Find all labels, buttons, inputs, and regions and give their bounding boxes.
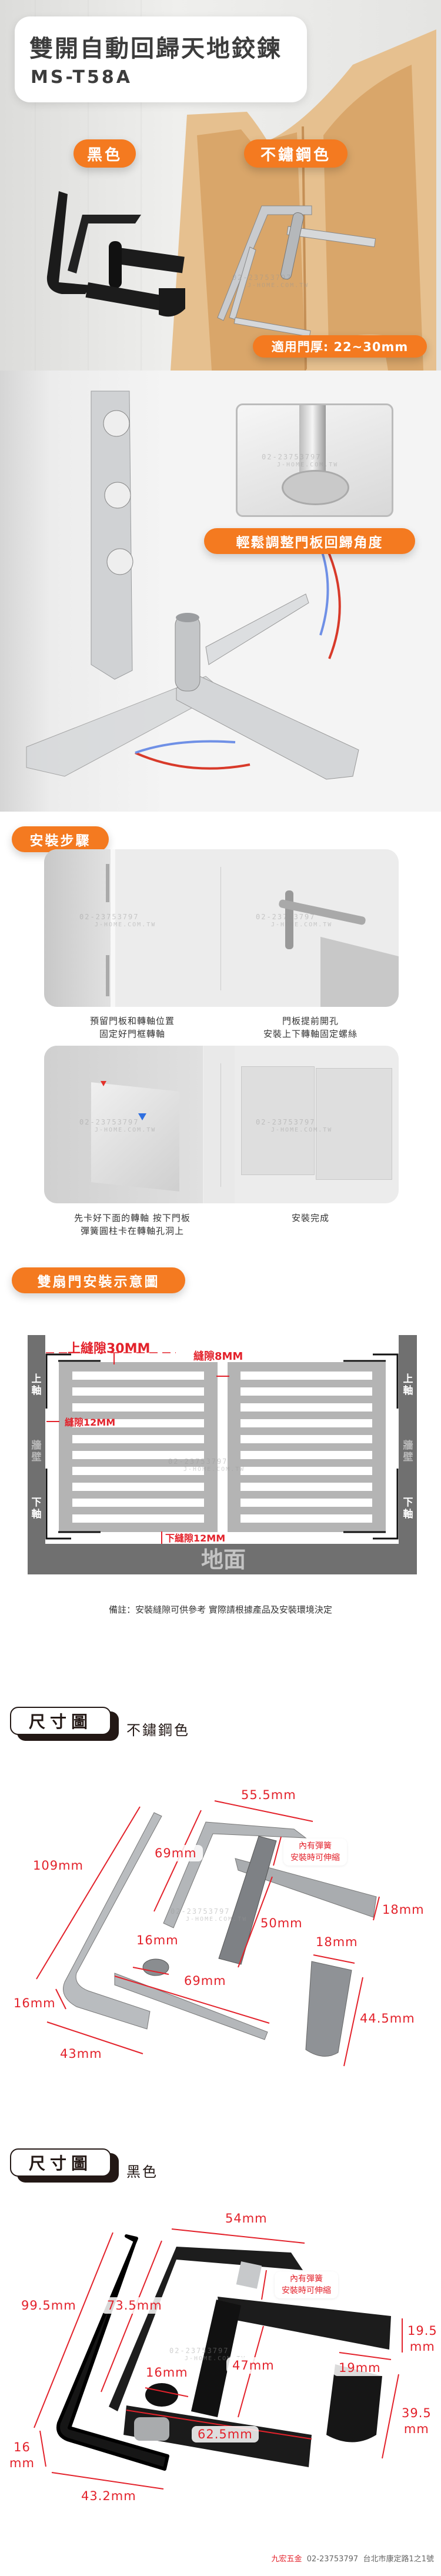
spring-note-black: 內有彈簧安裝時可伸縮 [275,2271,338,2298]
right-door-slat [240,1499,372,1507]
dim-collar: 16mm [146,2365,188,2380]
left-door-slat [72,1514,204,1523]
hinge-brackets [45,1353,399,1540]
upper-axis-label-left: 上軸 [32,1373,42,1397]
left-door-slat [72,1499,204,1507]
left-door-slat [72,1403,204,1412]
dim-top-width: 54mm [225,2211,268,2225]
dim-depth: 16mm [14,1996,56,2010]
lower-axis-label-left: 下軸 [32,1497,42,1520]
store-address: 台北市康定路1之1號 [363,2555,434,2564]
size-subtitle-steel: 不鏽鋼色 [126,1722,190,1739]
dim-pin-length: 47mm [226,2357,280,2374]
left-door-slat [72,1419,204,1427]
rotate-arrow-blue [319,546,329,636]
step-1-image [44,849,399,1007]
right-door-slat [240,1514,372,1523]
right-door-slat [240,1387,372,1396]
dim-base-width: 43.2mm [81,2489,136,2503]
double-door-heading: 雙扇門安裝示意圖 [12,1267,185,1293]
store-phone: 02-23753797 [306,2555,359,2564]
double-door-diagram: 上縫隙30MM 縫隙8MM 縫隙12MM 下縫隙12MM 上軸 牆壁 下軸 上軸… [28,1335,417,1574]
dim-arm-length: 62.5mm [192,2426,259,2442]
left-door-slat [72,1467,204,1475]
left-wall [28,1335,45,1574]
bottom-gap-label: 下縫隙12MM [165,1533,225,1544]
adjust-angle-badge: 輕鬆調整門板回歸角度 [204,528,415,554]
middle-gap-label: 縫隙8MM [193,1350,243,1363]
step-4-caption: 安裝完成 [291,1213,329,1223]
double-door-diagram-section: 雙扇門安裝示意圖 上縫隙30MM 縫隙8MM 縫隙12MM 下縫隙12MM 上軸… [0,1241,441,1647]
black-hinge-image [46,191,185,317]
dim-inner-height: 69mm [149,1845,203,1861]
store-footer: 九宏五金 02-23753797 台北市康定路1之1號 [272,2552,435,2564]
dim-arm-width: 18mm [382,1903,425,1917]
floor-label: 地面 [201,1547,246,1573]
step-3-image [44,1046,399,1203]
size-heading-black: 尺寸圖 [10,2148,119,2183]
side-gap-label: 縫隙12MM [64,1417,115,1428]
right-door-slat [240,1467,372,1475]
left-door-slat [72,1483,204,1491]
left-door-slat [72,1435,204,1443]
detail-inset [236,403,393,517]
diagram-footnote: 備註：安裝縫隙可供參考 實際請根據產品及安裝環境決定 [109,1604,332,1615]
step-2-caption: 門板提前開孔安裝上下轉軸固定螺絲 [263,1016,358,1039]
right-door-slat [240,1419,372,1427]
wall-label-left: 牆壁 [32,1439,42,1463]
dim-outer-height: 109mm [33,1858,83,1873]
black-hinge-dimension-image [34,2228,403,2490]
top-gap-label: 上縫隙30MM [68,1341,150,1356]
step-3-caption: 先卡好下面的轉軸 按下門板彈簧圓柱卡在轉軸孔洞上 [74,1213,191,1236]
dim-base-width: 43mm [60,2047,102,2061]
lower-axis-label-right: 下軸 [403,1497,413,1520]
dim-arm-length: 69mm [184,1974,226,1988]
right-door-slat [240,1483,372,1491]
product-title: 雙開自動回歸天地鉸鍊 [29,35,282,62]
size-heading-steel: 尺寸圖 [10,1707,119,1741]
dim-pin-length: 50mm [260,1916,303,1930]
dim-inner-height: 73.5mm [101,2297,168,2314]
upper-axis-label-right: 上軸 [403,1373,413,1397]
spring-note-steel: 內有彈簧安裝時可伸縮 [283,1838,347,1866]
size-subtitle-black: 黑色 [126,2164,158,2180]
variant-black-badge: 黑色 [74,139,136,168]
floor [28,1544,417,1574]
dim-outer-height: 99.5mm [21,2298,76,2313]
product-model: MS-T58A [31,67,132,88]
left-door-slat [72,1387,204,1396]
left-door-slat [72,1372,204,1380]
dim-collar: 16mm [136,1933,179,1947]
dim-clip-width: 19mm [333,2360,387,2376]
pivot-hinge-image [26,391,359,780]
dim-clip-width: 18mm [316,1935,358,1949]
right-door-slat [240,1372,372,1380]
right-door-slat [240,1435,372,1443]
step-1-caption: 預留門板和轉軸位置固定好門框轉軸 [89,1016,175,1039]
right-door-slat [240,1451,372,1459]
right-wall [399,1335,417,1574]
rotate-arrow-red [322,540,341,659]
dim-top-width: 55.5mm [241,1788,296,1802]
right-door-slat [240,1403,372,1412]
store-name: 九宏五金 [271,2555,302,2564]
steel-hinge-image [217,205,376,338]
variant-steel-badge: 不鏽鋼色 [244,139,348,168]
dim-clip-length: 44.5mm [360,2011,415,2026]
wall-label-right: 牆壁 [403,1439,413,1463]
install-steps-heading: 安裝步驟 [12,826,109,852]
title-card: 雙開自動回歸天地鉸鍊 MS-T58A [15,16,307,102]
door-thickness-badge: 適用門厚: 22~30mm [253,335,427,358]
left-door-slat [72,1451,204,1459]
